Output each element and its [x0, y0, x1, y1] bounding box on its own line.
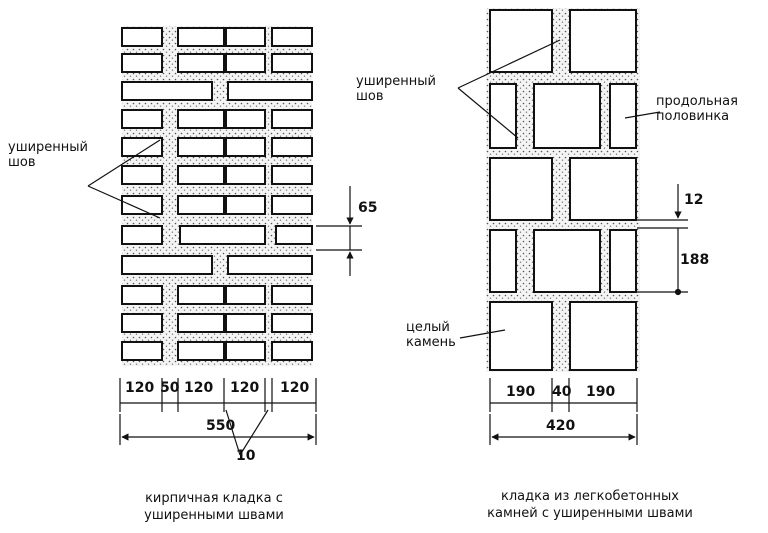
brick [177, 137, 225, 157]
brick [121, 81, 213, 101]
brick-dimensions [87, 139, 362, 456]
brick [177, 341, 225, 361]
brick [121, 165, 163, 185]
whole-stone-line2: камень [406, 335, 456, 350]
left-dim-total: 550 [206, 418, 236, 434]
brick [271, 137, 313, 157]
left-caption-line1: кирпичная кладка с [145, 491, 283, 506]
brick [177, 195, 225, 215]
right-dim-total: 420 [546, 418, 576, 434]
brick [177, 165, 225, 185]
longitudinal-half-line2: половинка [656, 109, 730, 124]
right-dim-width-3: 190 [586, 384, 616, 400]
brick [271, 341, 313, 361]
brick [121, 53, 163, 73]
concrete-stone [489, 301, 553, 371]
brick [225, 285, 266, 305]
right-widened-seam-label: уширенный шов [356, 74, 436, 104]
longitudinal-half-label: продольная половинка [656, 94, 738, 124]
brick [177, 27, 225, 47]
brick [271, 27, 313, 47]
stone-rows [489, 9, 637, 371]
left-caption-line2: уширенными швами [144, 508, 284, 523]
brick [177, 313, 225, 333]
concrete-stone [609, 229, 637, 293]
longitudinal-half-line1: продольная [656, 94, 738, 109]
brick [225, 165, 266, 185]
brick [121, 109, 163, 129]
right-dim-joint: 12 [684, 192, 704, 208]
left-widened-seam-line2: шов [8, 155, 36, 170]
brick [225, 341, 266, 361]
concrete-stone [569, 301, 637, 371]
concrete-stone [489, 157, 553, 221]
concrete-stone-wall [486, 8, 640, 372]
brick [271, 285, 313, 305]
brick-rows [121, 27, 313, 361]
left-dim-width-1: 120 [125, 380, 155, 396]
concrete-stone [489, 229, 517, 293]
concrete-stone [569, 9, 637, 73]
brick [225, 195, 266, 215]
right-dim-width-1: 190 [506, 384, 536, 400]
whole-stone-line1: целый [406, 320, 450, 335]
brick [271, 53, 313, 73]
brick [177, 109, 225, 129]
brick [225, 313, 266, 333]
right-widened-seam-line2: шов [356, 89, 384, 104]
brick [121, 285, 163, 305]
left-dim-width-2: 50 [160, 380, 180, 396]
left-caption: кирпичная кладка с уширенными швами [118, 490, 310, 524]
left-dim-width-4: 120 [230, 380, 260, 396]
brick [177, 285, 225, 305]
brick [121, 225, 163, 245]
left-widened-seam-line1: уширенный [8, 140, 88, 155]
concrete-stone [489, 9, 553, 73]
concrete-stone [533, 229, 601, 293]
brick [121, 195, 163, 215]
concrete-stone [609, 83, 637, 149]
brick [179, 225, 266, 245]
brick [275, 225, 313, 245]
brick [225, 53, 266, 73]
whole-stone-label: целый камень [406, 320, 456, 350]
brick [121, 341, 163, 361]
brick [271, 165, 313, 185]
brick [271, 313, 313, 333]
left-dim-width-5: 120 [280, 380, 310, 396]
right-caption-line1: кладка из легкобетонных [500, 489, 679, 504]
left-dim-joint: 10 [236, 448, 256, 464]
left-widened-seam-label: уширенный шов [8, 140, 88, 170]
stone-dimensions [457, 39, 688, 445]
brick [177, 53, 225, 73]
brick-masonry-wall [121, 26, 313, 366]
brick [121, 313, 163, 333]
brick [121, 255, 213, 275]
brick [227, 255, 313, 275]
right-caption-line2: камней с уширенными швами [487, 506, 693, 521]
right-dim-width-2: 40 [552, 384, 572, 400]
concrete-stone [569, 157, 637, 221]
brick [121, 137, 163, 157]
left-dim-width-3: 120 [184, 380, 214, 396]
brick [271, 109, 313, 129]
brick [225, 27, 266, 47]
right-widened-seam-line1: уширенный [356, 74, 436, 89]
brick [225, 109, 266, 129]
concrete-stone [533, 83, 601, 149]
brick [225, 137, 266, 157]
brick [271, 195, 313, 215]
left-dim-brick-height: 65 [358, 200, 378, 216]
right-dim-stone-height: 188 [680, 252, 710, 268]
brick [227, 81, 313, 101]
right-caption: кладка из легкобетонных камней с уширенн… [440, 488, 740, 522]
brick [121, 27, 163, 47]
concrete-stone [489, 83, 517, 149]
